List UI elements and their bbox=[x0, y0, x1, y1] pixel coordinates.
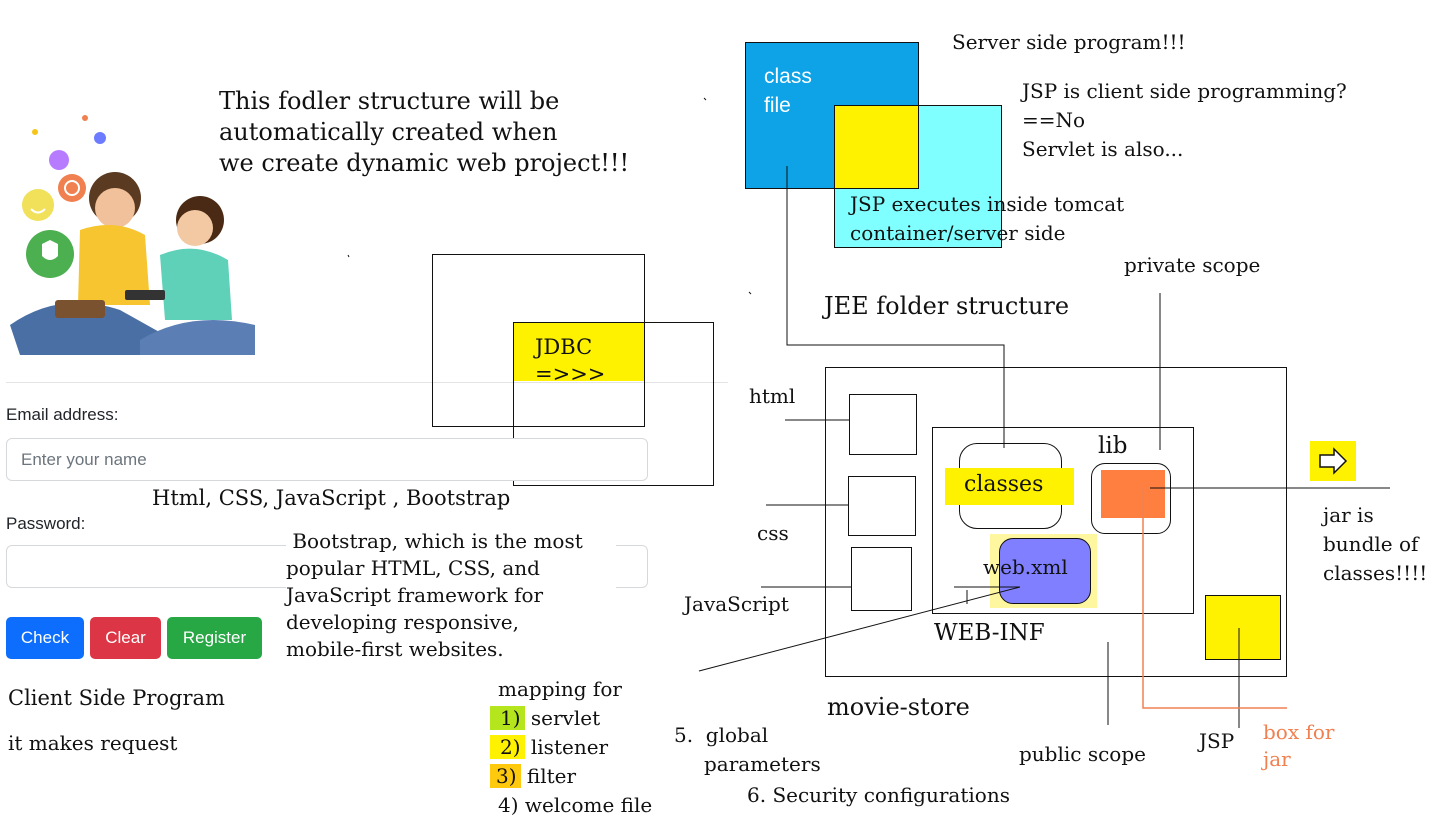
mapping-text-2: listener bbox=[530, 735, 609, 759]
javascript-label: JavaScript bbox=[684, 592, 789, 616]
mapping-num-2: 2) bbox=[490, 735, 525, 759]
intro-line-2: automatically created when bbox=[219, 118, 558, 146]
classes-label: classes bbox=[964, 472, 1044, 497]
mapping-title: mapping for bbox=[498, 677, 622, 701]
register-button[interactable]: Register bbox=[167, 617, 262, 659]
client-side-title: Client Side Program bbox=[8, 686, 225, 710]
jsp-file-box bbox=[1205, 595, 1281, 660]
html-label: html bbox=[749, 384, 796, 408]
webxml-label: web.xml bbox=[983, 555, 1068, 579]
jdbc-outer-box bbox=[432, 254, 645, 427]
clear-button[interactable]: Clear bbox=[90, 617, 161, 659]
bootstrap-line-2: popular HTML, CSS, and bbox=[286, 556, 540, 580]
jdbc-inner-box bbox=[513, 322, 714, 486]
class-file-label: class file bbox=[764, 62, 812, 120]
bootstrap-description: Bootstrap, which is the most popular HTM… bbox=[286, 528, 616, 663]
jsp-q-line-3: Servlet is also... bbox=[1022, 137, 1184, 161]
jsp-executes-note: JSP executes inside tomcat container/ser… bbox=[850, 190, 1124, 248]
security-note: 6. Security configurations bbox=[747, 783, 1010, 807]
css-folder-box bbox=[848, 476, 916, 536]
mapping-item-welcome: 4) welcome file bbox=[490, 791, 652, 820]
email-label: Email address: bbox=[6, 405, 119, 424]
mapping-item-filter: 3) filter bbox=[490, 762, 652, 791]
jsp-label: JSP bbox=[1199, 729, 1235, 753]
class-line-1: class bbox=[764, 65, 812, 88]
jsp-question: JSP is client side programming? ==No Ser… bbox=[1022, 77, 1347, 164]
public-scope-label: public scope bbox=[1019, 742, 1146, 766]
class-line-2: file bbox=[764, 94, 791, 117]
webxml-file-box bbox=[999, 538, 1091, 604]
jsp-exec-line-1: JSP executes inside tomcat bbox=[850, 192, 1125, 216]
server-side-heading: Server side program!!! bbox=[952, 30, 1186, 54]
global-params-note: 5. global parameters bbox=[674, 721, 821, 779]
jar-line-1: jar is bbox=[1323, 503, 1374, 527]
mapping-item-servlet: 1) servlet bbox=[490, 704, 652, 733]
bootstrap-line-3: JavaScript framework for bbox=[286, 583, 544, 607]
movie-store-box bbox=[825, 367, 1287, 677]
mapping-num-4: 4) bbox=[498, 793, 519, 817]
web-inf-label: WEB-INF bbox=[934, 620, 1045, 646]
mapping-num-1: 1) bbox=[490, 706, 525, 730]
mapping-text-1: servlet bbox=[530, 706, 601, 730]
overlap-yellow-box bbox=[834, 105, 919, 189]
jdbc-label: JDBC =>>> bbox=[535, 334, 605, 388]
jsp-exec-line-2: container/server side bbox=[850, 221, 1066, 245]
box-for-jar-label: box for jar bbox=[1263, 719, 1334, 773]
html-folder-box bbox=[849, 394, 917, 455]
global-line-2: parameters bbox=[704, 752, 821, 776]
password-label: Password: bbox=[6, 514, 86, 533]
jdbc-line-1: JDBC bbox=[535, 335, 593, 359]
lib-folder-box bbox=[1091, 463, 1171, 534]
form-divider bbox=[6, 382, 728, 383]
mapping-text-4: welcome file bbox=[524, 793, 653, 817]
css-label: css bbox=[757, 521, 789, 545]
jsp-q-line-2: ==No bbox=[1022, 108, 1086, 132]
intro-line-1: This fodler structure will be bbox=[219, 87, 560, 115]
mapping-item-listener: 2) listener bbox=[490, 733, 652, 762]
jar-orange-box bbox=[1101, 470, 1165, 518]
client-request-text: it makes request bbox=[8, 731, 178, 755]
arrow-right-icon bbox=[1310, 441, 1356, 481]
box-for-jar-line-2: jar bbox=[1263, 747, 1291, 771]
jar-line-3: classes!!!! bbox=[1323, 561, 1428, 585]
jdbc-line-2: =>>> bbox=[535, 362, 606, 386]
classes-highlight bbox=[945, 468, 1074, 505]
tech-stack-text: Html, CSS, JavaScript , Bootstrap bbox=[152, 486, 511, 510]
email-input[interactable] bbox=[6, 438, 648, 481]
global-line-1: 5. global bbox=[674, 723, 769, 747]
bootstrap-line-1: Bootstrap, which is the most bbox=[286, 529, 583, 553]
jsp-q-line-1: JSP is client side programming? bbox=[1022, 79, 1347, 103]
check-button[interactable]: Check bbox=[6, 617, 84, 659]
web-inf-box bbox=[932, 427, 1194, 614]
mapping-num-3: 3) bbox=[490, 764, 521, 788]
bootstrap-line-5: mobile-first websites. bbox=[286, 637, 504, 661]
box-for-jar-line-1: box for bbox=[1263, 720, 1335, 744]
mapping-text-3: filter bbox=[526, 764, 577, 788]
jar-line-2: bundle of bbox=[1323, 532, 1419, 556]
jdbc-highlight bbox=[514, 323, 644, 381]
lib-label: lib bbox=[1098, 433, 1128, 459]
jee-title: JEE folder structure bbox=[824, 292, 1070, 320]
intro-text: This fodler structure will be automatica… bbox=[219, 86, 629, 179]
mapping-list: mapping for 1) servlet 2) listener 3) fi… bbox=[490, 675, 652, 820]
intro-line-3: we create dynamic web project!!! bbox=[219, 149, 630, 177]
bootstrap-line-4: developing responsive, bbox=[286, 610, 519, 634]
private-scope-label: private scope bbox=[1124, 253, 1261, 277]
movie-store-label: movie-store bbox=[827, 693, 970, 721]
jar-note: jar is bundle of classes!!!! bbox=[1323, 501, 1427, 588]
kids-illustration bbox=[0, 110, 270, 365]
javascript-folder-box bbox=[851, 547, 912, 611]
